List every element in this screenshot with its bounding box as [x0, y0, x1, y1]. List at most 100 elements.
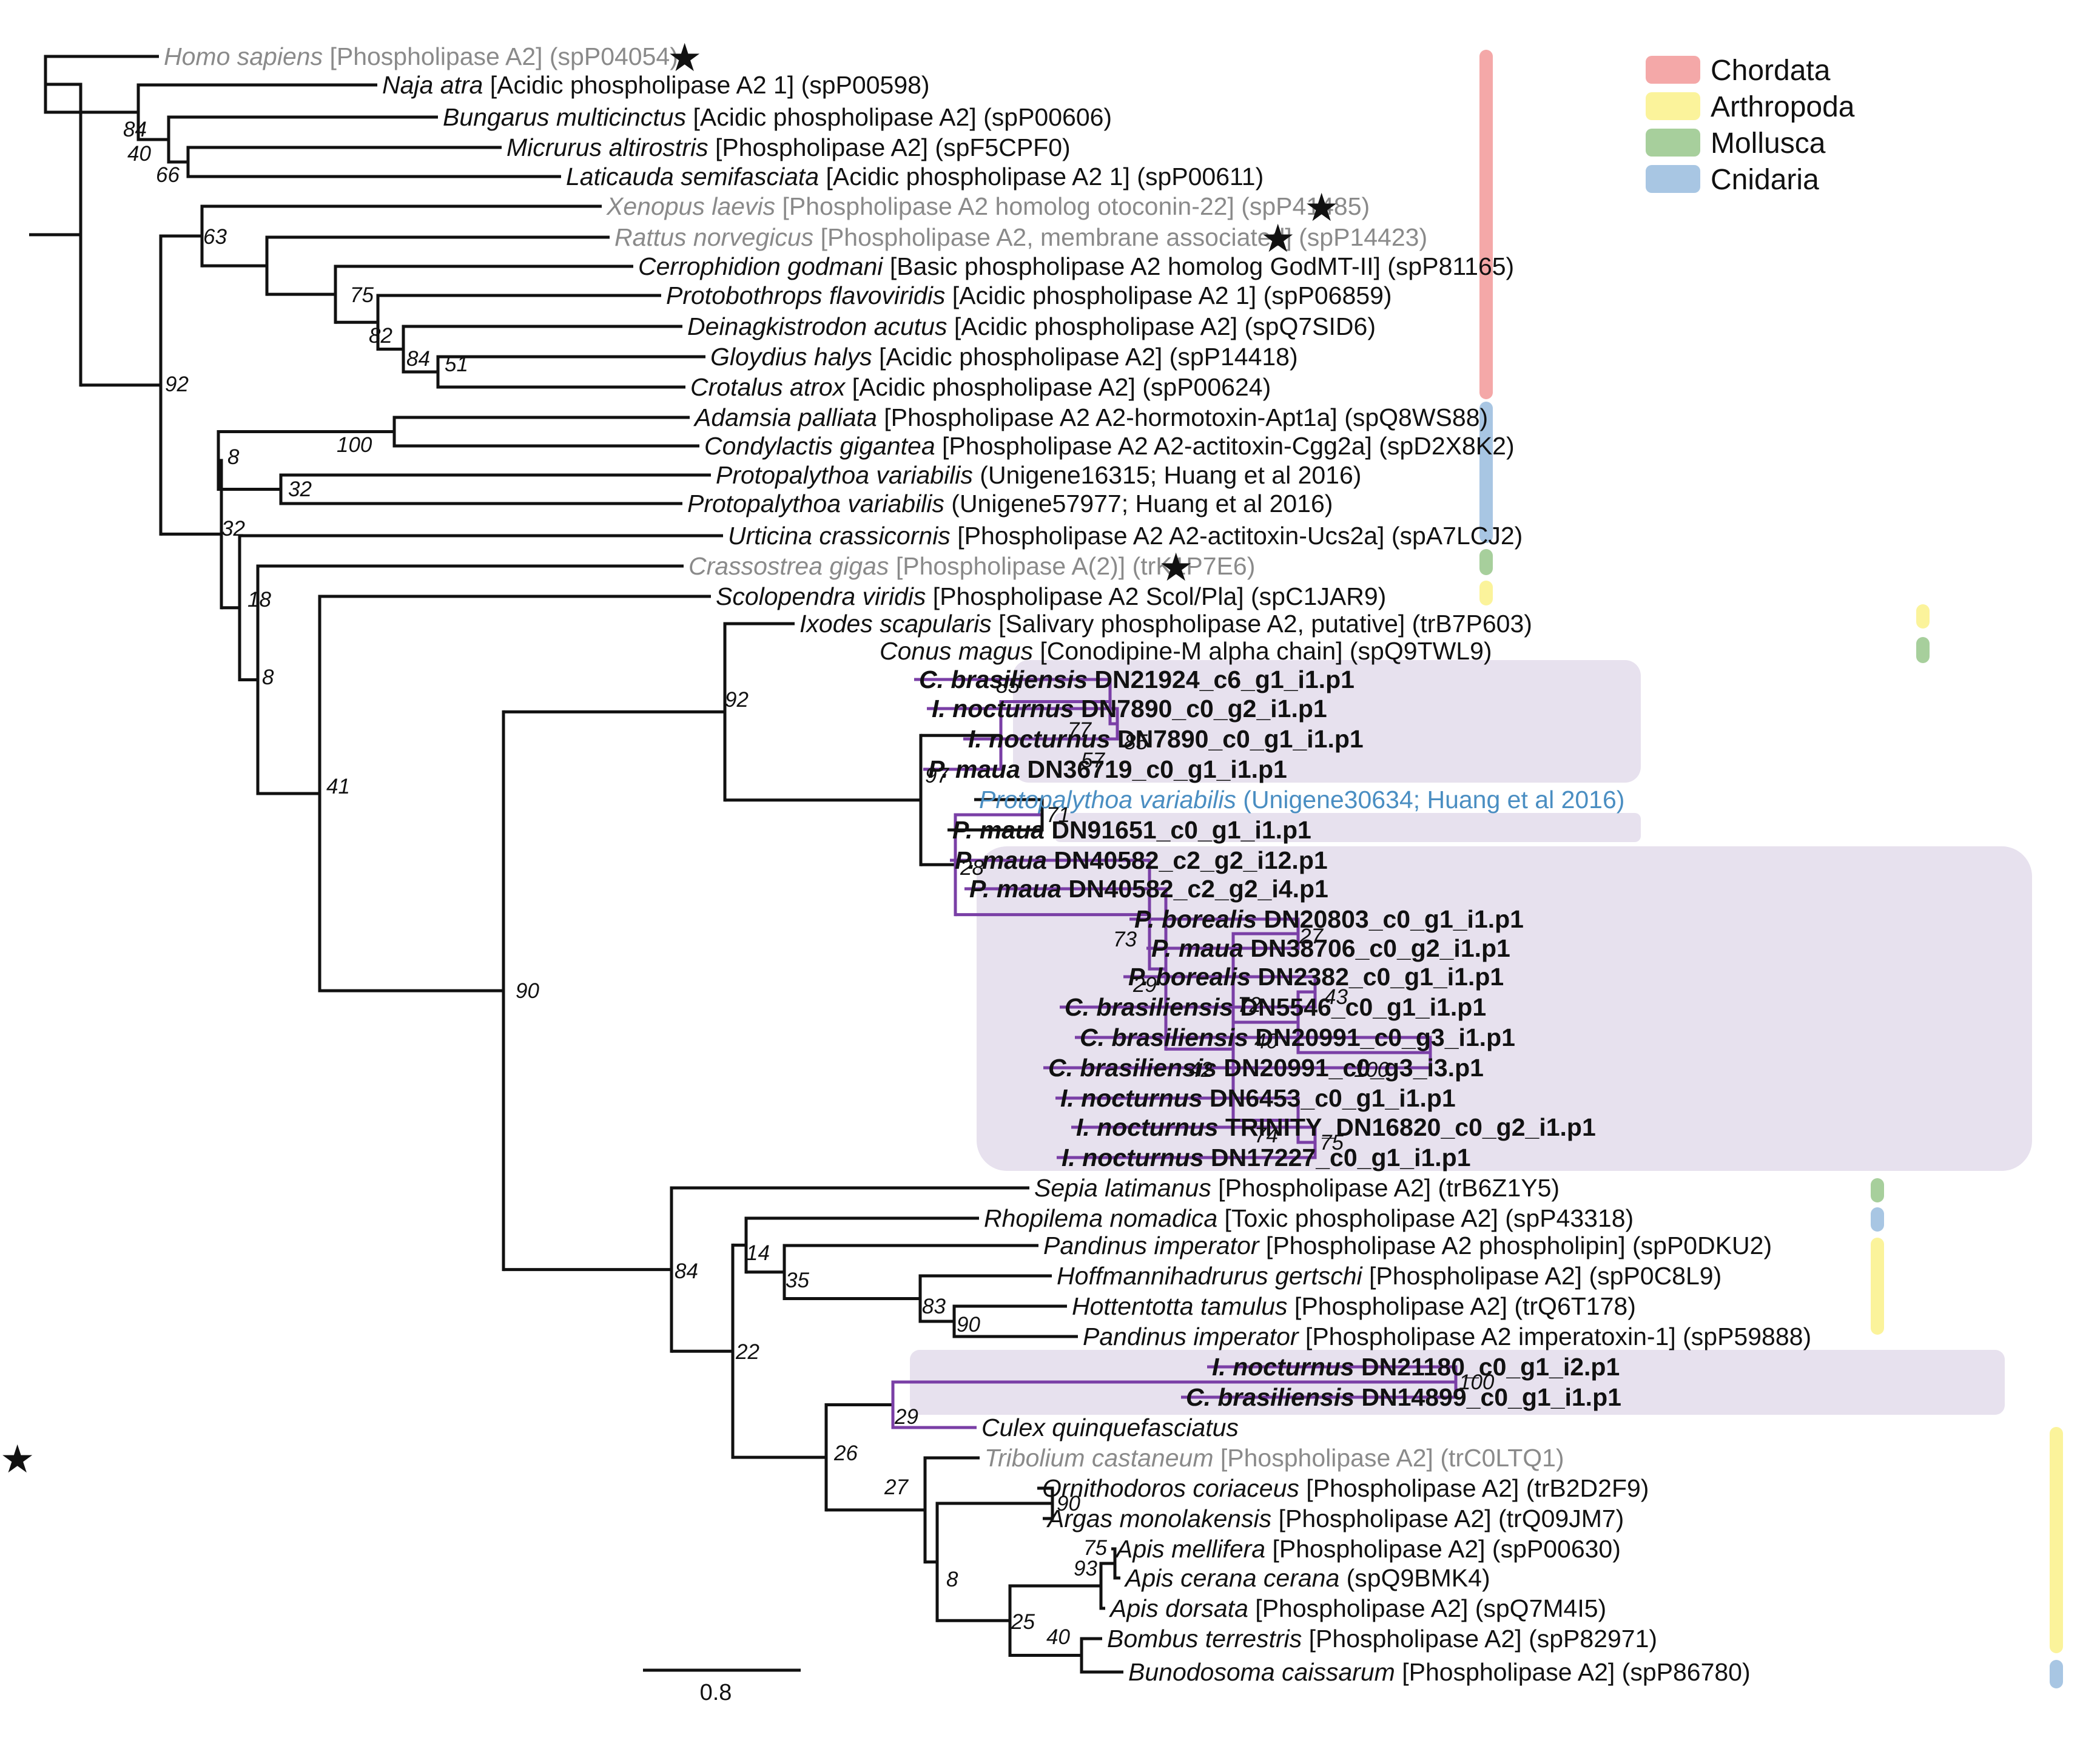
leaf-species: Gloydius halys [710, 343, 872, 371]
leaf-species: Apis mellifera [1114, 1535, 1265, 1563]
support-value: 100 [1354, 1058, 1390, 1082]
leaf-description: (Unigene57977; Huang et al 2016) [944, 490, 1333, 518]
leaf-label: Bombus terrestris [Phospholipase A2] (sp… [1107, 1625, 1657, 1653]
leaf-species: Deinagkistrodon acutus [687, 312, 947, 340]
support-value: 72 [1237, 993, 1261, 1017]
leaf-species: I. nocturnus [932, 695, 1074, 723]
leaf-description: [Phospholipase A2] (trB6Z1Y5) [1211, 1174, 1560, 1202]
leaf-label: I. nocturnus DN7890_c0_g2_i1.p1 [932, 695, 1327, 723]
leaf-label: P. maua DN40582_c2_g2_i4.p1 [969, 875, 1328, 903]
leaf-label: Ornithodoros coriaceus [Phospholipase A2… [1042, 1474, 1649, 1502]
leaf-species: Apis dorsata [1108, 1594, 1248, 1622]
leaf-description: DN20803_c0_g1_i1.p1 [1257, 905, 1524, 933]
support-value: 8 [227, 445, 240, 469]
leaf-species: C. brasiliensis [1048, 1054, 1217, 1082]
leaf-label: P. borealis DN2382_c0_g1_i1.p1 [1128, 963, 1504, 991]
support-value: 32 [288, 477, 312, 501]
leaf-description: [Salivary phospholipase A2, putative] (t… [992, 610, 1532, 638]
leaf-species: Ixodes scapularis [799, 610, 992, 638]
leaf-species: Scolopendra viridis [716, 582, 926, 610]
leaf-species: Protopalythoa variabilis [716, 461, 973, 489]
leaf-label: Argas monolakensis [Phospholipase A2] (t… [1046, 1505, 1624, 1532]
support-value: 32 [221, 517, 245, 541]
leaf-species: I. nocturnus [1076, 1113, 1219, 1141]
leaf-label: Rattus norvegicus [Phospholipase A2, mem… [614, 223, 1427, 251]
reference-star: ★ [667, 36, 702, 79]
leaf-description: DN20991_c0_g3_i1.p1 [1248, 1023, 1515, 1051]
scale-bar: 0.8 [643, 1668, 801, 1705]
leaf-species: Apis cerana cerana [1123, 1564, 1339, 1592]
leaf-description: [Phospholipase A2] (spQ7M4I5) [1248, 1594, 1606, 1622]
leaf-label: Protopalythoa variabilis (Unigene30634; … [979, 786, 1624, 814]
leaf-label: I. nocturnus DN21180_c0_g1_i2.p1 [1212, 1353, 1620, 1381]
leaf-species: Bungarus multicinctus [443, 103, 686, 131]
leaf-description: [Acidic phospholipase A2] (spP00606) [686, 103, 1112, 131]
leaf-description: [Phospholipase A2] (spP82971) [1302, 1625, 1657, 1653]
support-value: 22 [735, 1340, 759, 1364]
support-value: 97 [925, 764, 949, 787]
support-value: 100 [1459, 1370, 1495, 1394]
leaf-description: [Phospholipase A2] (trC0LTQ1) [1214, 1444, 1564, 1472]
leaf-description: [Basic phospholipase A2 homolog GodMT-II… [883, 252, 1514, 280]
support-value: 100 [337, 433, 372, 457]
leaf-label: Rhopilema nomadica [Toxic phospholipase … [984, 1204, 1634, 1232]
leaf-species: C. brasiliensis [1065, 993, 1233, 1021]
leaf-species: Naja atra [382, 71, 483, 99]
leaf-species: Adamsia palliata [693, 403, 877, 431]
leaf-species: C. brasiliensis [919, 666, 1088, 693]
support-value: 51 [445, 352, 468, 376]
support-value: 90 [1057, 1492, 1080, 1515]
reference-star: ★ [1304, 186, 1339, 229]
legend-swatch-mollusca [1646, 129, 1700, 157]
leaf-description: [Phospholipase A2] (trQ09JM7) [1271, 1505, 1624, 1532]
leaf-label: P. maua DN38706_c0_g2_i1.p1 [1151, 934, 1510, 962]
scale-bar-label: 0.8 [700, 1680, 732, 1705]
support-value: 29 [1132, 973, 1157, 997]
leaf-species: P. maua [969, 875, 1062, 903]
leaf-description: DN40582_c2_g2_i12.p1 [1047, 846, 1328, 874]
support-value: 84 [406, 347, 430, 371]
support-value: 35 [786, 1269, 809, 1292]
leaf-label: Naja atra [Acidic phospholipase A2 1] (s… [382, 71, 930, 99]
phylum-bar-mollusca [1479, 549, 1493, 575]
support-value: 90 [516, 979, 539, 1003]
leaf-species: Tribolium castaneum [984, 1444, 1214, 1472]
leaf-description: [Acidic phospholipase A2 1] (spP06859) [945, 282, 1392, 309]
reference-star: ★ [1260, 217, 1295, 260]
legend-swatch-cnidaria [1646, 165, 1700, 193]
highlight-box [1054, 813, 1641, 842]
leaf-species: I. nocturnus [1212, 1353, 1355, 1381]
leaf-species: Laticauda semifasciata [566, 163, 819, 190]
leaf-label: Apis dorsata [Phospholipase A2] (spQ7M4I… [1108, 1594, 1606, 1622]
leaf-label: Conus magus [Conodipine-M alpha chain] (… [880, 637, 1492, 665]
leaf-label: P. maua DN40582_c2_g2_i12.p1 [955, 846, 1328, 874]
tree-branches [29, 55, 1458, 1674]
legend-label-chordata: Chordata [1711, 55, 1831, 87]
leaf-description: [Toxic phospholipase A2] (spP43318) [1217, 1204, 1634, 1232]
support-value: 40 [127, 142, 151, 166]
support-value: 40 [1254, 1030, 1278, 1053]
leaf-description: [Phospholipase A2 A2-hormotoxin-Apt1a] (… [877, 403, 1488, 431]
support-value: 57 [1081, 749, 1105, 772]
leaf-description: [Phospholipase A2] (spP0C8L9) [1362, 1262, 1722, 1290]
support-value: 77 [1068, 718, 1092, 742]
support-value: 74 [1254, 1124, 1278, 1147]
leaf-label: Xenopus laevis [Phospholipase A2 homolog… [606, 192, 1370, 220]
leaf-label: Gloydius halys [Acidic phospholipase A2]… [710, 343, 1298, 371]
leaf-description: [Phospholipase A2 homolog otoconin-22] (… [775, 192, 1370, 220]
leaf-label: Hoffmannihadrurus gertschi [Phospholipas… [1057, 1262, 1721, 1290]
leaf-species: Xenopus laevis [606, 192, 775, 220]
leaf-description: TRINITY_DN16820_c0_g2_i1.p1 [1219, 1113, 1596, 1141]
support-value: 8 [262, 666, 274, 689]
leaf-label: Apis mellifera [Phospholipase A2] (spP00… [1114, 1535, 1621, 1563]
leaf-label: I. nocturnus DN6453_c0_g1_i1.p1 [1060, 1084, 1456, 1112]
reference-star: ★ [0, 1437, 35, 1481]
leaf-species: Pandinus imperator [1083, 1323, 1300, 1350]
leaf-species: C. brasiliensis [1186, 1383, 1355, 1411]
leaf-label: C. brasiliensis DN14899_c0_g1_i1.p1 [1186, 1383, 1621, 1411]
leaf-label: Sepia latimanus [Phospholipase A2] (trB6… [1034, 1174, 1560, 1202]
leaf-label: P. borealis DN20803_c0_g1_i1.p1 [1134, 905, 1524, 933]
highlight-box [977, 846, 2032, 1171]
